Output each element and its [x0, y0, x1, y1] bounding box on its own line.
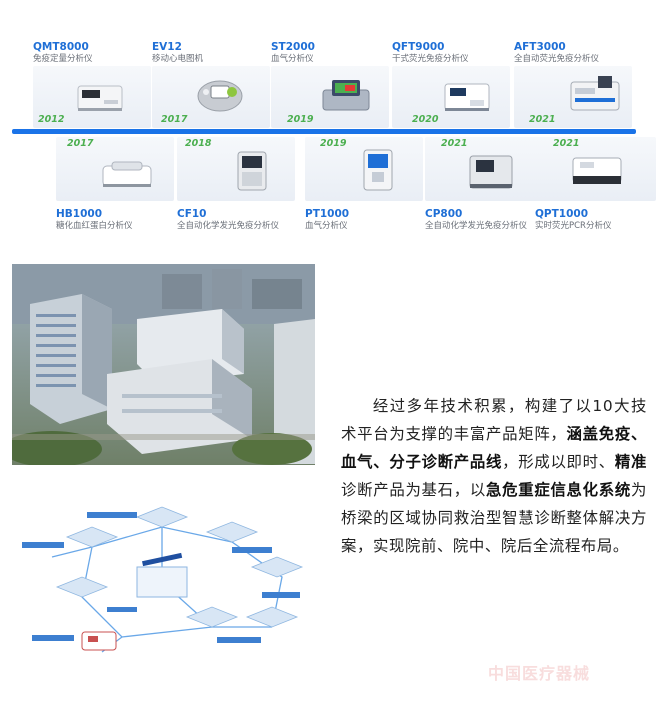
- cp800-device-icon: [469, 155, 513, 189]
- para-text: 为桥梁的区域协同救治型智慧诊断整体解决方案，实现院前、院中、院后全流程布局。: [341, 481, 647, 555]
- product-model: EV12: [152, 41, 182, 53]
- product-card-cf10: [177, 137, 295, 201]
- year-label: 2020: [412, 114, 439, 125]
- para-text: ，形成以即时、: [502, 453, 615, 471]
- product-desc: 全自动荧光免疫分析仪: [514, 54, 600, 64]
- regional-network-diagram: [12, 487, 315, 670]
- product-desc: 血气分析仪: [271, 54, 314, 64]
- analyzer-device-icon: [77, 85, 123, 111]
- product-label: PT1000 血气分析仪: [305, 208, 465, 232]
- campus-aerial-photo: [12, 264, 315, 465]
- product-model: QMT8000: [33, 41, 89, 53]
- company-description: 经过多年技术积累，构建了以10大技术平台为支撑的丰富产品矩阵，涵盖免疫、血气、分…: [341, 392, 647, 560]
- hba1c-device-icon: [102, 161, 152, 187]
- product-desc: 实时荧光PCR分析仪: [535, 221, 612, 231]
- product-model: HB1000: [56, 208, 103, 220]
- product-model: AFT3000: [514, 41, 566, 53]
- product-label: QMT8000 免疫定量分析仪: [33, 41, 193, 65]
- product-desc: 血气分析仪: [305, 221, 348, 231]
- product-desc: 糖化血红蛋白分析仪: [56, 221, 133, 231]
- product-label: QPT1000 实时荧光PCR分析仪: [535, 208, 661, 232]
- year-label: 2021: [553, 138, 580, 149]
- product-desc: 全自动化学发光免疫分析仪: [425, 221, 528, 231]
- product-label: HB1000 糖化血红蛋白分析仪: [56, 208, 216, 232]
- year-label: 2019: [287, 114, 314, 125]
- year-label: 2019: [320, 138, 347, 149]
- product-desc: 全自动化学发光免疫分析仪: [177, 221, 280, 231]
- product-label: CP800 全自动化学发光免疫分析仪: [425, 208, 585, 232]
- pcr-device-icon: [572, 157, 622, 184]
- para-text: 诊断产品为基石，以: [341, 481, 486, 499]
- cf10-device-icon: [237, 151, 267, 191]
- para-emphasis: 精准: [614, 453, 647, 471]
- product-label: ST2000 血气分析仪: [271, 41, 431, 65]
- product-model: CP800: [425, 208, 463, 220]
- para-text: 经过多年技术积累，构建了以10大技术平台为支撑的丰富产品矩阵，: [341, 397, 647, 443]
- para-emphasis: 涵盖免疫、血气、分子诊断产品线: [341, 425, 647, 471]
- ecg-device-icon: [197, 80, 243, 112]
- product-desc: 干式荧光免疫分析仪: [392, 54, 469, 64]
- year-label: 2012: [38, 114, 65, 125]
- year-label: 2021: [441, 138, 468, 149]
- product-label: QFT9000 干式荧光免疫分析仪: [392, 41, 552, 65]
- product-model: QFT9000: [392, 41, 445, 53]
- product-model: ST2000: [271, 41, 315, 53]
- product-label: AFT3000 全自动荧光免疫分析仪: [514, 41, 661, 65]
- product-model: QPT1000: [535, 208, 589, 220]
- product-label: CF10 全自动化学发光免疫分析仪: [177, 208, 337, 232]
- year-label: 2017: [161, 114, 188, 125]
- year-label: 2018: [185, 138, 212, 149]
- product-timeline: QMT8000 免疫定量分析仪 EV12 移动心电图机 ST2000 血气分析仪…: [0, 0, 661, 250]
- fluorescence-device-icon: [444, 83, 490, 111]
- year-label: 2021: [529, 114, 556, 125]
- year-label: 2017: [67, 138, 94, 149]
- product-label: EV12 移动心电图机: [152, 41, 312, 65]
- pt1000-device-icon: [363, 149, 393, 191]
- para-emphasis: 急危重症信息化系统: [486, 481, 631, 499]
- auto-immunoassay-device-icon: [570, 76, 620, 111]
- product-desc: 免疫定量分析仪: [33, 54, 93, 64]
- product-model: CF10: [177, 208, 207, 220]
- product-desc: 移动心电图机: [152, 54, 204, 64]
- blood-gas-device-icon: [322, 80, 370, 111]
- timeline-axis: [12, 129, 636, 134]
- watermark: 中国医疗器械: [488, 664, 591, 683]
- product-model: PT1000: [305, 208, 350, 220]
